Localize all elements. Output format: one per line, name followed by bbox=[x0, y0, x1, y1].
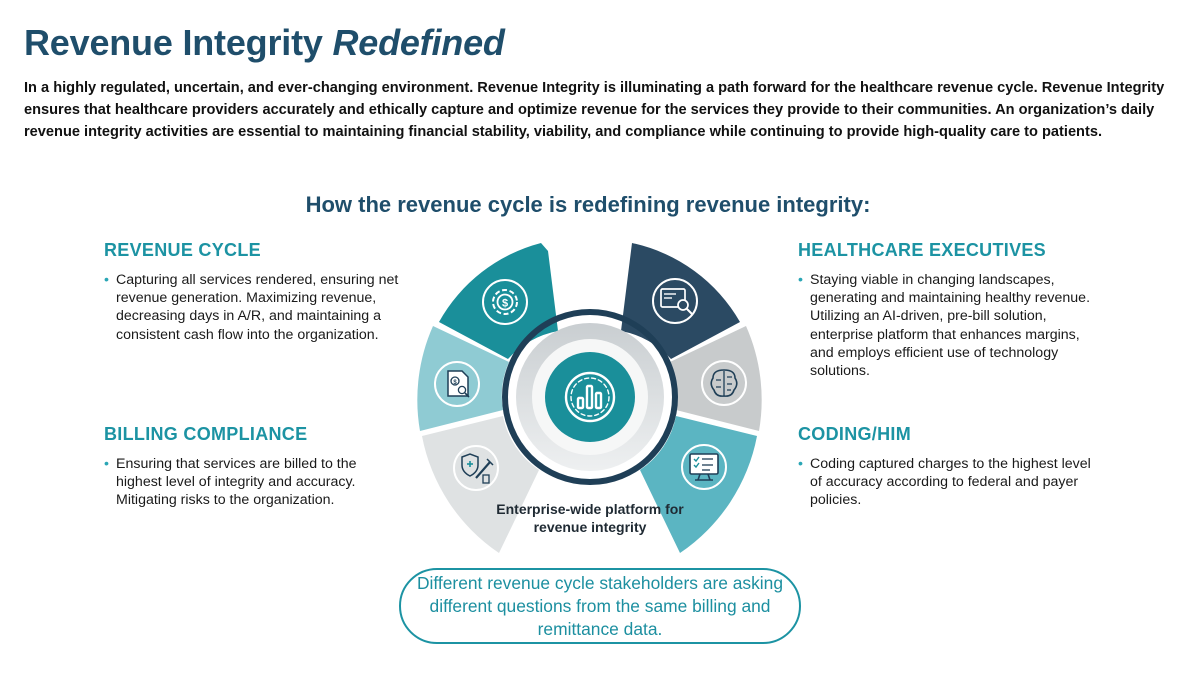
shield-syringe-icon bbox=[453, 445, 499, 491]
intro-text: In a highly regulated, uncertain, and ev… bbox=[24, 80, 1165, 140]
brain-circuit-icon bbox=[701, 360, 747, 406]
bullet-text: Ensuring that services are billed to the… bbox=[116, 456, 357, 509]
bullet-dot: • bbox=[104, 456, 109, 472]
bullet-healthcare-executives: • Staying viable in changing landscapes, … bbox=[798, 271, 1098, 380]
bullet-text: Staying viable in changing landscapes, g… bbox=[810, 272, 1091, 380]
bullet-dot: • bbox=[798, 272, 803, 288]
section-healthcare-executives: HEALTHCARE EXECUTIVES • Staying viable in… bbox=[798, 240, 1098, 380]
section-coding-him: CODING/HIM • Coding captured charges to t… bbox=[798, 424, 1098, 510]
bullet-text: Coding captured charges to the highest l… bbox=[810, 456, 1091, 509]
page-title: Revenue Integrity Redefined bbox=[24, 22, 505, 64]
title-emphasis: Redefined bbox=[332, 22, 505, 63]
section-heading-billing-compliance: BILLING COMPLIANCE bbox=[104, 424, 308, 444]
bullet-dot: • bbox=[104, 272, 109, 288]
bullet-coding-him: • Coding captured charges to the highest … bbox=[798, 455, 1098, 510]
center-outer-ring bbox=[502, 309, 678, 485]
bar-chart-circle-icon bbox=[564, 371, 616, 423]
section-heading-coding-him: CODING/HIM bbox=[798, 424, 911, 444]
stakeholder-callout: Different revenue cycle stakeholders are… bbox=[399, 568, 801, 644]
callout-text: Different revenue cycle stakeholders are… bbox=[416, 572, 784, 639]
gear-dollar-icon: $ bbox=[482, 279, 528, 325]
center-teal-disc bbox=[545, 352, 635, 442]
diagram-subtitle: How the revenue cycle is redefining reve… bbox=[305, 192, 871, 217]
bullet-revenue-cycle: • Capturing all services rendered, ensuri… bbox=[104, 271, 404, 344]
section-revenue-cycle: REVENUE CYCLE • Capturing all services re… bbox=[104, 240, 404, 344]
bullet-billing-compliance: • Ensuring that services are billed to th… bbox=[104, 455, 404, 510]
bullet-text: Capturing all services rendered, ensurin… bbox=[116, 272, 399, 343]
monitor-search-icon bbox=[652, 278, 698, 324]
section-billing-compliance: BILLING COMPLIANCE • Ensuring that servic… bbox=[104, 424, 404, 510]
title-main: Revenue Integrity bbox=[24, 22, 333, 63]
monitor-checklist-icon bbox=[681, 444, 727, 490]
svg-text:$: $ bbox=[502, 298, 508, 310]
section-heading-revenue-cycle: REVENUE CYCLE bbox=[104, 240, 261, 260]
bullet-dot: • bbox=[798, 456, 803, 472]
section-heading-healthcare-executives: HEALTHCARE EXECUTIVES bbox=[798, 240, 1046, 260]
intro-paragraph: In a highly regulated, uncertain, and ev… bbox=[24, 77, 1174, 143]
center-platform-label: Enterprise-wide platform for revenue int… bbox=[496, 501, 684, 535]
svg-text:$: $ bbox=[453, 380, 457, 386]
dollar-document-search-icon: $ bbox=[434, 361, 480, 407]
